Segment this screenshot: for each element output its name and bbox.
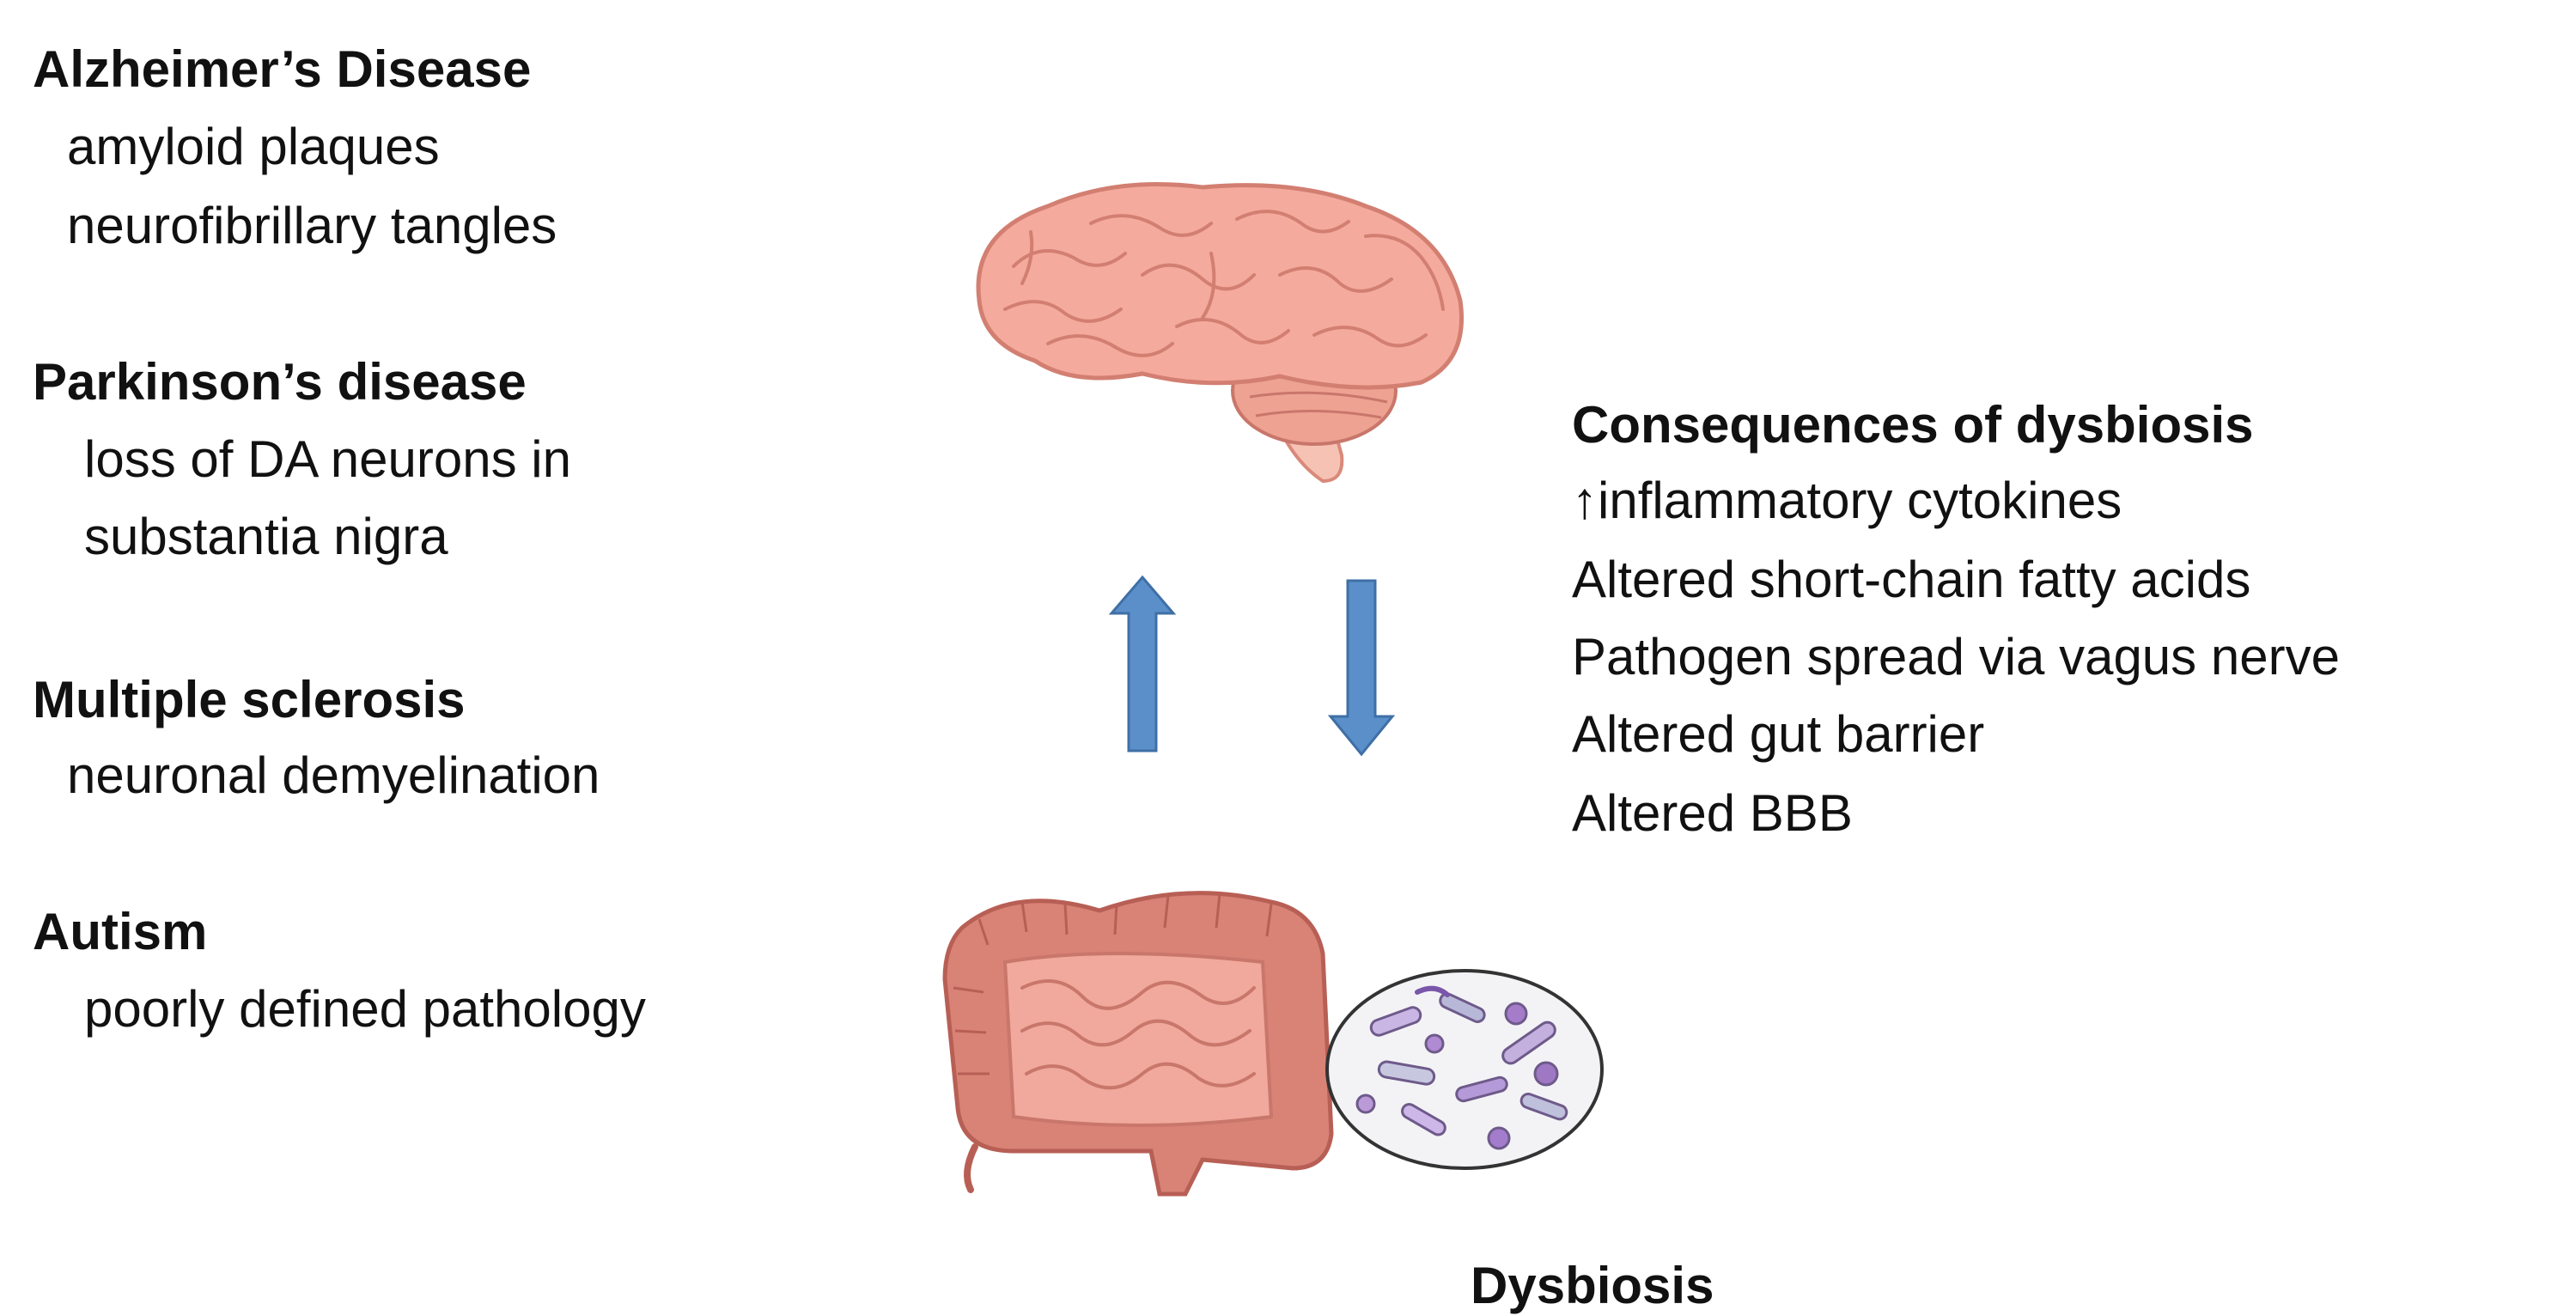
- intestine-illustration: [942, 891, 1334, 1197]
- autism-title: Autism: [33, 903, 208, 960]
- consequence-item: ↑inflammatory cytokines: [1572, 472, 2122, 529]
- up-arrow-icon: [1108, 575, 1177, 752]
- parkinsons-line-2: substantia nigra: [84, 508, 448, 565]
- ms-title: Multiple sclerosis: [33, 671, 466, 728]
- parkinsons-title: Parkinson’s disease: [33, 353, 527, 411]
- alzheimers-title: Alzheimer’s Disease: [33, 40, 532, 98]
- consequence-item: Altered BBB: [1572, 784, 1853, 842]
- parkinsons-line-1: loss of DA neurons in: [84, 430, 571, 488]
- microbe-circle: [1325, 969, 1604, 1170]
- down-arrow-icon: [1327, 579, 1396, 757]
- consequence-item: Pathogen spread via vagus nerve: [1572, 628, 2340, 685]
- consequence-item: Altered gut barrier: [1572, 705, 1985, 763]
- brain-illustration: [976, 181, 1465, 484]
- consequence-item: Altered short-chain fatty acids: [1572, 551, 2251, 608]
- dysbiosis-label: Dysbiosis: [1471, 1257, 1714, 1314]
- alzheimers-line-1: amyloid plaques: [67, 118, 440, 175]
- consequences-title: Consequences of dysbiosis: [1572, 396, 2254, 454]
- alzheimers-line-2: neurofibrillary tangles: [67, 197, 557, 254]
- autism-line-1: poorly defined pathology: [84, 980, 646, 1038]
- ms-line-1: neuronal demyelination: [67, 746, 600, 804]
